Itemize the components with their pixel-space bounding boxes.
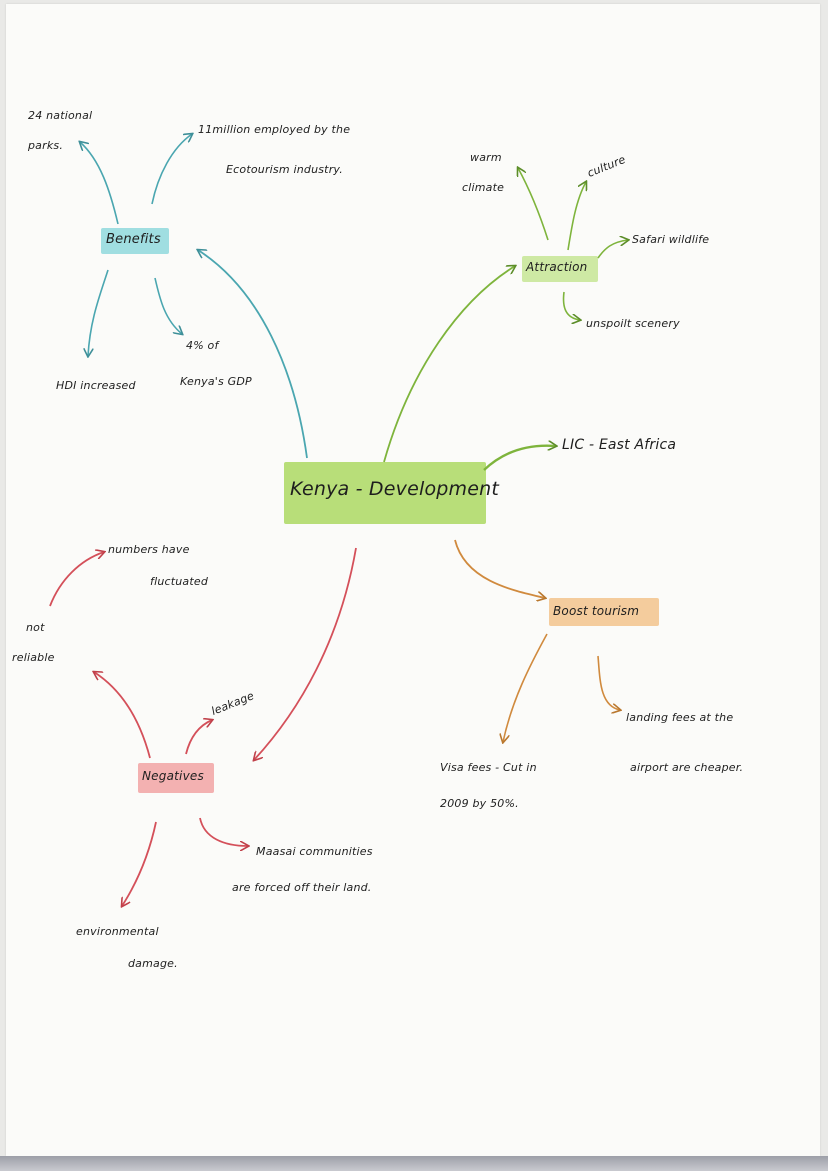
arrow-attraction-to-safari bbox=[597, 240, 628, 259]
lic-node: LIC - East Africa bbox=[562, 437, 677, 453]
attraction-safari: Safari wildlife bbox=[632, 233, 710, 246]
attraction-highlight bbox=[522, 256, 598, 282]
negative-numbers-line2: fluctuated bbox=[150, 575, 209, 588]
arrow-center-to-boost bbox=[454, 539, 545, 598]
negative-reliable-line1: not bbox=[26, 621, 45, 634]
boost-visa-line1: Visa fees - Cut in bbox=[440, 761, 537, 774]
negative-reliable-line2: reliable bbox=[12, 651, 55, 664]
arrow-boost-to-landing bbox=[597, 655, 620, 710]
arrow-reliable-to-numbers bbox=[49, 552, 104, 607]
arrow-benefits-to-gdp bbox=[154, 277, 182, 334]
benefit-gdp-line2: Kenya's GDP bbox=[180, 375, 252, 388]
arrow-negatives-to-leakage bbox=[185, 720, 212, 755]
center-node-title: Kenya - Development bbox=[290, 478, 500, 500]
attraction-scenery: unspoilt scenery bbox=[586, 317, 680, 330]
arrow-boost-to-visa bbox=[503, 633, 548, 742]
arrow-center-to-attraction bbox=[383, 266, 515, 463]
arrow-center-to-negatives bbox=[254, 547, 357, 760]
benefit-hdi: HDI increased bbox=[56, 379, 136, 392]
boost-node-label: Boost tourism bbox=[553, 604, 640, 618]
arrow-negatives-to-environment bbox=[122, 821, 157, 906]
arrow-negatives-to-reliable bbox=[94, 672, 151, 759]
attraction-node-label: Attraction bbox=[526, 260, 588, 274]
boost-landing-line1: landing fees at the bbox=[626, 711, 734, 724]
negative-maasai-line1: Maasai communities bbox=[256, 845, 373, 858]
arrow-center-to-lic bbox=[483, 446, 556, 471]
benefits-highlight bbox=[101, 228, 169, 254]
benefit-employed-line2: Ecotourism industry. bbox=[226, 163, 343, 176]
benefit-employed-line1: 11million employed by the bbox=[198, 123, 351, 136]
negatives-highlight bbox=[138, 763, 214, 793]
benefit-parks-line2: parks. bbox=[28, 139, 64, 152]
negative-environment-line1: environmental bbox=[76, 925, 159, 938]
arrow-attraction-to-culture bbox=[567, 182, 586, 251]
benefit-gdp-line1: 4% of bbox=[186, 339, 219, 352]
benefit-parks-line1: 24 national bbox=[28, 109, 93, 122]
arrow-benefits-to-hdi bbox=[88, 269, 109, 356]
negatives-node-label: Negatives bbox=[142, 769, 204, 783]
boost-highlight bbox=[549, 598, 659, 626]
arrow-benefits-to-parks bbox=[80, 142, 119, 225]
arrow-attraction-to-scenery bbox=[562, 291, 580, 320]
boost-landing-line2: airport are cheaper. bbox=[630, 761, 744, 774]
arrow-negatives-to-maasai bbox=[199, 817, 248, 846]
boost-visa-line2: 2009 by 50%. bbox=[440, 797, 519, 810]
attraction-climate-line2: climate bbox=[462, 181, 505, 194]
arrow-attraction-to-climate bbox=[518, 168, 549, 241]
negative-environment-line2: damage. bbox=[128, 957, 178, 970]
paper-sheet bbox=[6, 4, 820, 1156]
center-highlight bbox=[284, 462, 486, 524]
negative-maasai-line2: are forced off their land. bbox=[232, 881, 372, 894]
negative-numbers-line1: numbers have bbox=[108, 543, 190, 556]
arrow-center-to-benefits bbox=[198, 250, 308, 459]
attraction-climate-line1: warm bbox=[470, 151, 502, 164]
arrow-benefits-to-employed bbox=[151, 134, 192, 205]
scan-edge bbox=[0, 1156, 828, 1171]
benefits-node-label: Benefits bbox=[106, 232, 161, 247]
